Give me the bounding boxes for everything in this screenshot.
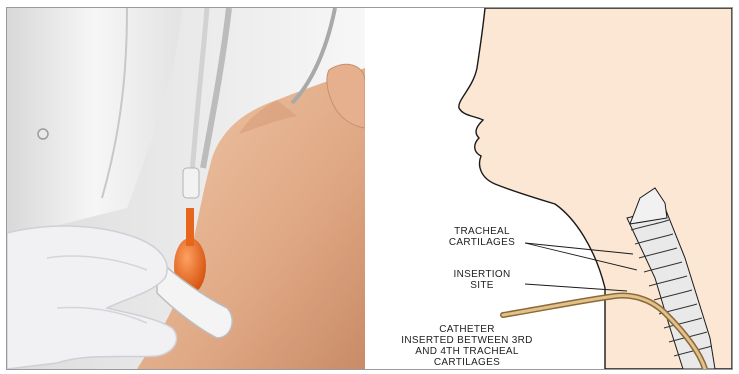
anatomy-diagram: TRACHEAL CARTILAGES INSERTION SITE CATHE… bbox=[365, 8, 732, 369]
label-insertion-site-line-2: SITE bbox=[429, 280, 535, 291]
tube-connector bbox=[183, 168, 199, 198]
label-catheter-line-1: CATHETER bbox=[379, 324, 555, 335]
procedure-photo-illustration bbox=[7, 8, 365, 369]
label-tracheal-cartilages: TRACHEAL CARTILAGES bbox=[429, 226, 535, 248]
label-insertion-site-line-1: INSERTION bbox=[429, 269, 535, 280]
image-frame: TRACHEAL CARTILAGES INSERTION SITE CATHE… bbox=[6, 7, 733, 370]
label-tracheal-cartilages-line-1: TRACHEAL bbox=[429, 226, 535, 237]
coat-button bbox=[38, 129, 48, 139]
procedure-photo bbox=[7, 8, 365, 369]
label-tracheal-cartilages-line-2: CARTILAGES bbox=[429, 237, 535, 248]
label-catheter-line-4: CARTILAGES bbox=[379, 357, 555, 368]
label-catheter-line-2: INSERTED BETWEEN 3RD bbox=[379, 335, 555, 346]
label-catheter-line-3: AND 4TH TRACHEAL bbox=[379, 346, 555, 357]
label-insertion-site: INSERTION SITE bbox=[429, 269, 535, 291]
anatomy-diagram-illustration bbox=[365, 8, 732, 369]
label-catheter: CATHETER INSERTED BETWEEN 3RD AND 4TH TR… bbox=[379, 324, 555, 368]
